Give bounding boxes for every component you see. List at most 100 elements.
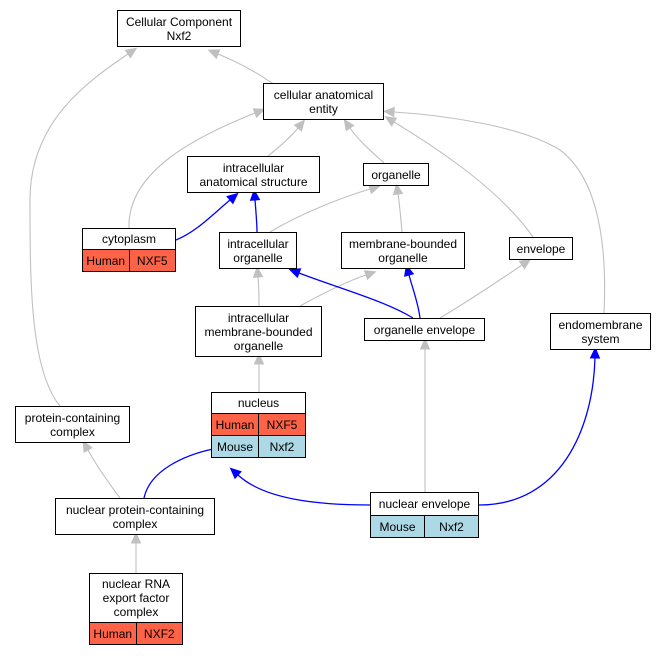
edge-ne-to-es <box>478 346 601 506</box>
edge-line <box>298 272 414 319</box>
arrowhead <box>252 108 266 119</box>
node-intracellular-organelle[interactable]: intracellular organelle <box>219 232 297 269</box>
ortholog-row-human: Human NXF5 <box>212 413 305 435</box>
node-envelope[interactable]: envelope <box>509 237 573 260</box>
edge-line <box>393 111 606 314</box>
node-nuclear-protein-containing-complex[interactable]: nuclear protein-containing complex <box>55 498 215 535</box>
node-label: nucleus <box>237 396 280 410</box>
edge-es-to-cae <box>382 106 606 314</box>
arrowhead <box>384 116 398 127</box>
edge-oe-to-io <box>288 268 414 319</box>
node-nucleus[interactable]: nucleus Human NXF5 Mouse Nxf2 <box>211 392 306 458</box>
node-label: cellular anatomical entity <box>273 87 374 116</box>
edge-organelle-to-cae <box>343 118 385 164</box>
arrowhead <box>82 440 93 453</box>
node-label: organelle <box>371 167 421 182</box>
ortholog-row-mouse: Mouse Nxf2 <box>371 515 478 537</box>
node-membrane-bounded-organelle[interactable]: membrane-bounded organelle <box>341 232 465 269</box>
edge-imbo-to-mbo <box>299 270 377 307</box>
arrowhead <box>249 188 261 201</box>
edge-io-to-ias <box>249 188 261 233</box>
node-organelle[interactable]: organelle <box>363 163 429 186</box>
node-organelle-envelope[interactable]: organelle envelope <box>364 318 485 341</box>
ortholog-row-human: Human NXF5 <box>83 249 175 271</box>
edge-nrna-to-npcc <box>130 531 142 573</box>
ortholog-species: Human <box>86 253 126 268</box>
edge-line <box>237 474 371 506</box>
arrowhead <box>293 119 306 132</box>
node-label: cytoplasm <box>101 232 157 246</box>
node-label: intracellular anatomical structure <box>199 160 308 189</box>
node-label: intracellular membrane-bounded organelle <box>204 310 313 353</box>
node-label: intracellular organelle <box>227 236 289 265</box>
edge-line <box>143 448 214 499</box>
arrowhead <box>343 118 355 132</box>
ortholog-species: Mouse <box>216 439 254 454</box>
node-cellular-component[interactable]: Cellular Component Nxf2 <box>117 10 241 47</box>
edge-imbo-to-io <box>252 265 264 307</box>
arrowhead <box>130 531 142 544</box>
node-label: endomembrane system <box>558 317 643 346</box>
edge-oe-to-mbo <box>404 264 421 319</box>
ortholog-gene: NXF2 <box>135 623 183 644</box>
node-label: nuclear protein-containing complex <box>65 502 205 531</box>
node-label: membrane-bounded organelle <box>348 236 458 265</box>
edge-ne-to-nucleus <box>229 467 371 506</box>
edge-line <box>254 199 258 233</box>
node-label: protein-containing complex <box>24 410 121 439</box>
edge-ias-to-cae <box>267 119 306 157</box>
edge-line <box>29 53 129 407</box>
edge-line <box>408 274 421 319</box>
edge-line <box>393 121 534 238</box>
ortholog-species: Human <box>93 626 133 641</box>
arrowhead <box>253 352 265 365</box>
arrowhead <box>382 106 395 118</box>
edge-line <box>257 276 260 307</box>
edge-cytoplasm-to-cae <box>128 108 266 229</box>
node-cytoplasm[interactable]: cytoplasm Human NXF5 <box>82 228 176 272</box>
edge-nucleus-to-imbo <box>253 352 265 392</box>
node-nuclear-rna-export-factor-complex[interactable]: nuclear RNA export factor complex Human … <box>89 573 183 645</box>
node-intracellular-anatomical-structure[interactable]: intracellular anatomical structure <box>187 156 320 193</box>
arrowhead <box>226 192 239 205</box>
node-label: envelope <box>516 241 566 256</box>
ortholog-gene: Nxf2 <box>424 516 478 537</box>
node-intracellular-membrane-bounded-organelle[interactable]: intracellular membrane-bounded organelle <box>195 306 322 357</box>
edge-pcc-to-cc <box>29 47 138 407</box>
arrowhead <box>363 270 377 281</box>
arrowhead <box>518 258 532 270</box>
arrowhead <box>124 47 138 59</box>
edge-line <box>397 193 403 233</box>
node-label: nuclear envelope <box>378 497 471 511</box>
arrowhead <box>229 467 242 480</box>
edge-cytoplasm-to-ias <box>175 192 239 241</box>
node-cellular-anatomical-entity[interactable]: cellular anatomical entity <box>263 83 384 120</box>
edge-oe-to-envelope <box>439 258 532 319</box>
arrowhead <box>288 268 302 279</box>
edge-line <box>267 127 299 157</box>
arrowhead <box>589 346 601 359</box>
ortholog-row-human: Human NXF2 <box>90 622 182 644</box>
arrowhead <box>392 182 404 196</box>
node-nuclear-envelope[interactable]: nuclear envelope Mouse Nxf2 <box>370 492 479 538</box>
ortholog-species: Human <box>215 417 255 432</box>
node-endomembrane-system[interactable]: endomembrane system <box>550 313 651 350</box>
edge-line <box>175 199 231 241</box>
edge-line <box>349 127 385 164</box>
edge-line <box>87 449 121 499</box>
node-label: nuclear RNA export factor complex <box>101 577 171 619</box>
edge-line <box>269 188 371 233</box>
node-label: Cellular Component Nxf2 <box>125 14 233 43</box>
ortholog-row-mouse: Mouse Nxf2 <box>212 435 305 457</box>
ortholog-gene: NXF5 <box>128 250 176 271</box>
arrowhead <box>207 49 221 60</box>
edge-io-to-organelle <box>269 184 381 233</box>
edge-line <box>128 112 256 229</box>
ortholog-gene: Nxf2 <box>258 436 305 457</box>
node-protein-containing-complex[interactable]: protein-containing complex <box>15 406 130 443</box>
node-label: organelle envelope <box>373 322 476 337</box>
edge-mbo-to-organelle <box>392 182 404 233</box>
arrowhead <box>419 337 431 350</box>
ortholog-gene: NXF5 <box>258 414 305 435</box>
